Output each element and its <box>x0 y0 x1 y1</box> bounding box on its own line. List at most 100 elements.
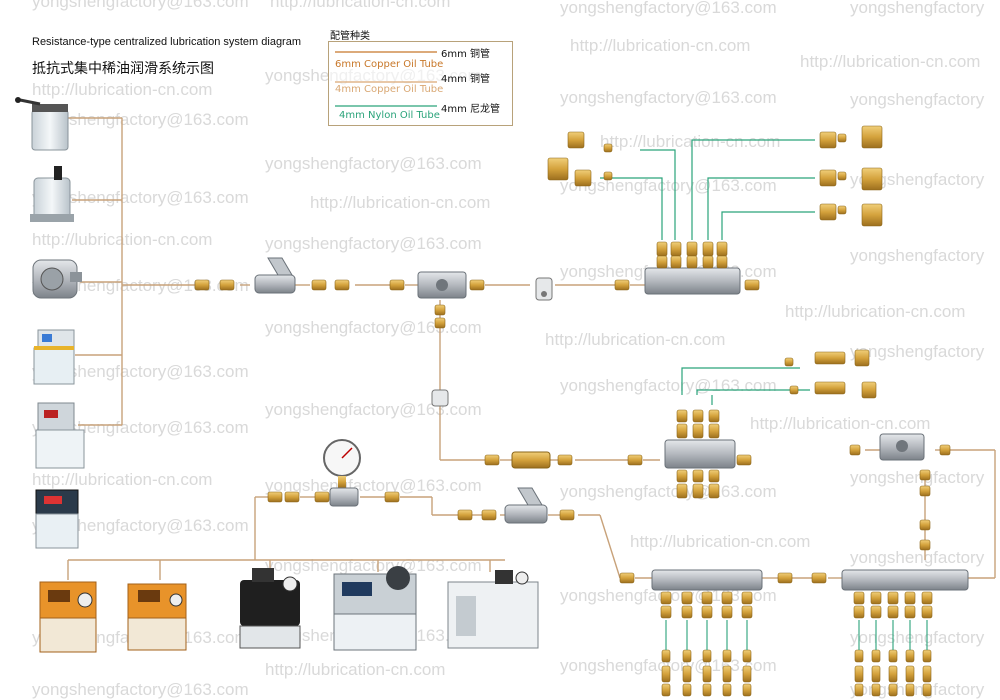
straight-fitting-icon <box>614 279 630 291</box>
straight-fitting-icon <box>574 169 592 187</box>
metering-unit-icon <box>670 255 682 269</box>
orange-pump-2-icon <box>127 583 187 651</box>
distributor-block-2-icon <box>664 439 736 469</box>
legend-size-nylon-4mm: 4mm 尼龙管 <box>441 104 501 115</box>
straight-fitting-icon <box>888 649 898 663</box>
straight-fitting-icon <box>784 357 794 367</box>
straight-fitting-icon <box>837 133 847 143</box>
straight-fitting-icon <box>603 143 613 153</box>
metering-unit-icon <box>681 605 693 619</box>
metering-unit-icon <box>676 423 688 439</box>
metering-unit-icon <box>692 469 704 483</box>
straight-fitting-icon <box>702 683 712 697</box>
straight-fitting-icon <box>922 665 932 683</box>
metering-unit-icon <box>721 591 733 605</box>
legend-size-copper-6mm: 6mm 铜管 <box>441 49 491 60</box>
clamp-icon <box>535 277 553 301</box>
y-filter-icon <box>254 257 296 294</box>
straight-fitting-icon <box>854 665 864 683</box>
distributor-block-icon <box>644 267 741 295</box>
metering-unit-icon <box>904 591 916 605</box>
straight-fitting-icon <box>267 491 283 503</box>
metering-unit-icon <box>692 423 704 439</box>
orange-pump-icon <box>39 581 97 653</box>
straight-fitting-icon <box>661 683 671 697</box>
straight-fitting-icon <box>334 279 350 291</box>
straight-fitting-icon <box>702 649 712 663</box>
straight-fitting-icon <box>888 683 898 697</box>
legend-label-copper-6mm: 6mm Copper Oil Tube <box>335 59 444 70</box>
straight-fitting-icon <box>434 304 446 316</box>
metering-unit-icon <box>702 241 714 257</box>
metering-unit-icon <box>702 255 714 269</box>
distributor-block-3-icon <box>651 569 763 591</box>
metering-unit-icon <box>701 591 713 605</box>
tee-joint-2-icon <box>879 433 925 461</box>
straight-fitting-icon <box>871 649 881 663</box>
straight-fitting-icon <box>557 454 573 466</box>
metering-unit-icon <box>686 255 698 269</box>
metering-unit-icon <box>681 591 693 605</box>
distributor-block-4-icon <box>841 569 969 591</box>
metering-unit-icon <box>721 605 733 619</box>
straight-fitting-icon <box>888 665 898 683</box>
metering-unit-icon <box>716 255 728 269</box>
straight-fitting-icon <box>722 649 732 663</box>
straight-fitting-icon <box>722 683 732 697</box>
straight-fitting-icon <box>871 665 881 683</box>
digital-pump-icon <box>35 489 79 549</box>
elbow-fitting-icon <box>861 125 883 149</box>
straight-fitting-icon <box>819 169 837 187</box>
elbow-fitting-icon <box>861 381 877 399</box>
metering-unit-icon <box>870 605 882 619</box>
straight-fitting-icon <box>284 491 300 503</box>
electric-pump-2-icon <box>447 570 539 649</box>
y-filter-2-icon <box>504 487 548 524</box>
straight-fitting-icon <box>742 683 752 697</box>
elbow-fitting-icon <box>861 167 883 191</box>
straight-fitting-icon <box>742 665 752 683</box>
manual-pump-icon <box>30 166 74 222</box>
metering-unit-icon <box>921 605 933 619</box>
straight-fitting-icon <box>627 454 643 466</box>
metering-unit-icon <box>701 605 713 619</box>
straight-fitting-icon <box>814 351 846 365</box>
straight-fitting-icon <box>389 279 405 291</box>
inline-filter-icon <box>511 451 551 469</box>
straight-fitting-icon <box>434 317 446 329</box>
straight-fitting-icon <box>939 444 951 456</box>
metering-unit-icon <box>853 591 865 605</box>
metering-unit-icon <box>741 591 753 605</box>
legend-label-copper-4mm: 4mm Copper Oil Tube <box>335 84 444 95</box>
nylon-tubes <box>600 139 815 405</box>
metering-unit-icon <box>870 591 882 605</box>
straight-fitting-icon <box>603 171 613 181</box>
cylinder-pump-icon <box>35 402 85 469</box>
straight-fitting-icon <box>682 683 692 697</box>
pressure-gauge-icon <box>323 439 361 507</box>
metering-unit-icon <box>904 605 916 619</box>
hand-pump-icon <box>15 97 69 151</box>
straight-fitting-icon <box>559 509 575 521</box>
metering-unit-icon <box>656 255 668 269</box>
tee-joint-icon <box>417 271 467 299</box>
straight-fitting-icon <box>314 491 330 503</box>
metering-unit-icon <box>716 241 728 257</box>
straight-fitting-icon <box>194 279 210 291</box>
elbow-fitting-icon <box>854 349 870 367</box>
metering-unit-icon <box>708 469 720 483</box>
straight-fitting-icon <box>905 665 915 683</box>
metering-unit-icon <box>887 605 899 619</box>
legend-title: 配管种类 <box>330 31 370 42</box>
elbow-fitting-icon <box>547 157 569 181</box>
metering-unit-icon <box>676 483 688 499</box>
straight-fitting-icon <box>661 665 671 683</box>
metering-unit-icon <box>686 241 698 257</box>
clamp-2-icon <box>431 389 449 407</box>
straight-fitting-icon <box>789 385 799 395</box>
straight-fitting-icon <box>814 381 846 395</box>
straight-fitting-icon <box>736 454 752 466</box>
straight-fitting-icon <box>567 131 585 149</box>
metering-unit-icon <box>741 605 753 619</box>
straight-fitting-icon <box>742 649 752 663</box>
